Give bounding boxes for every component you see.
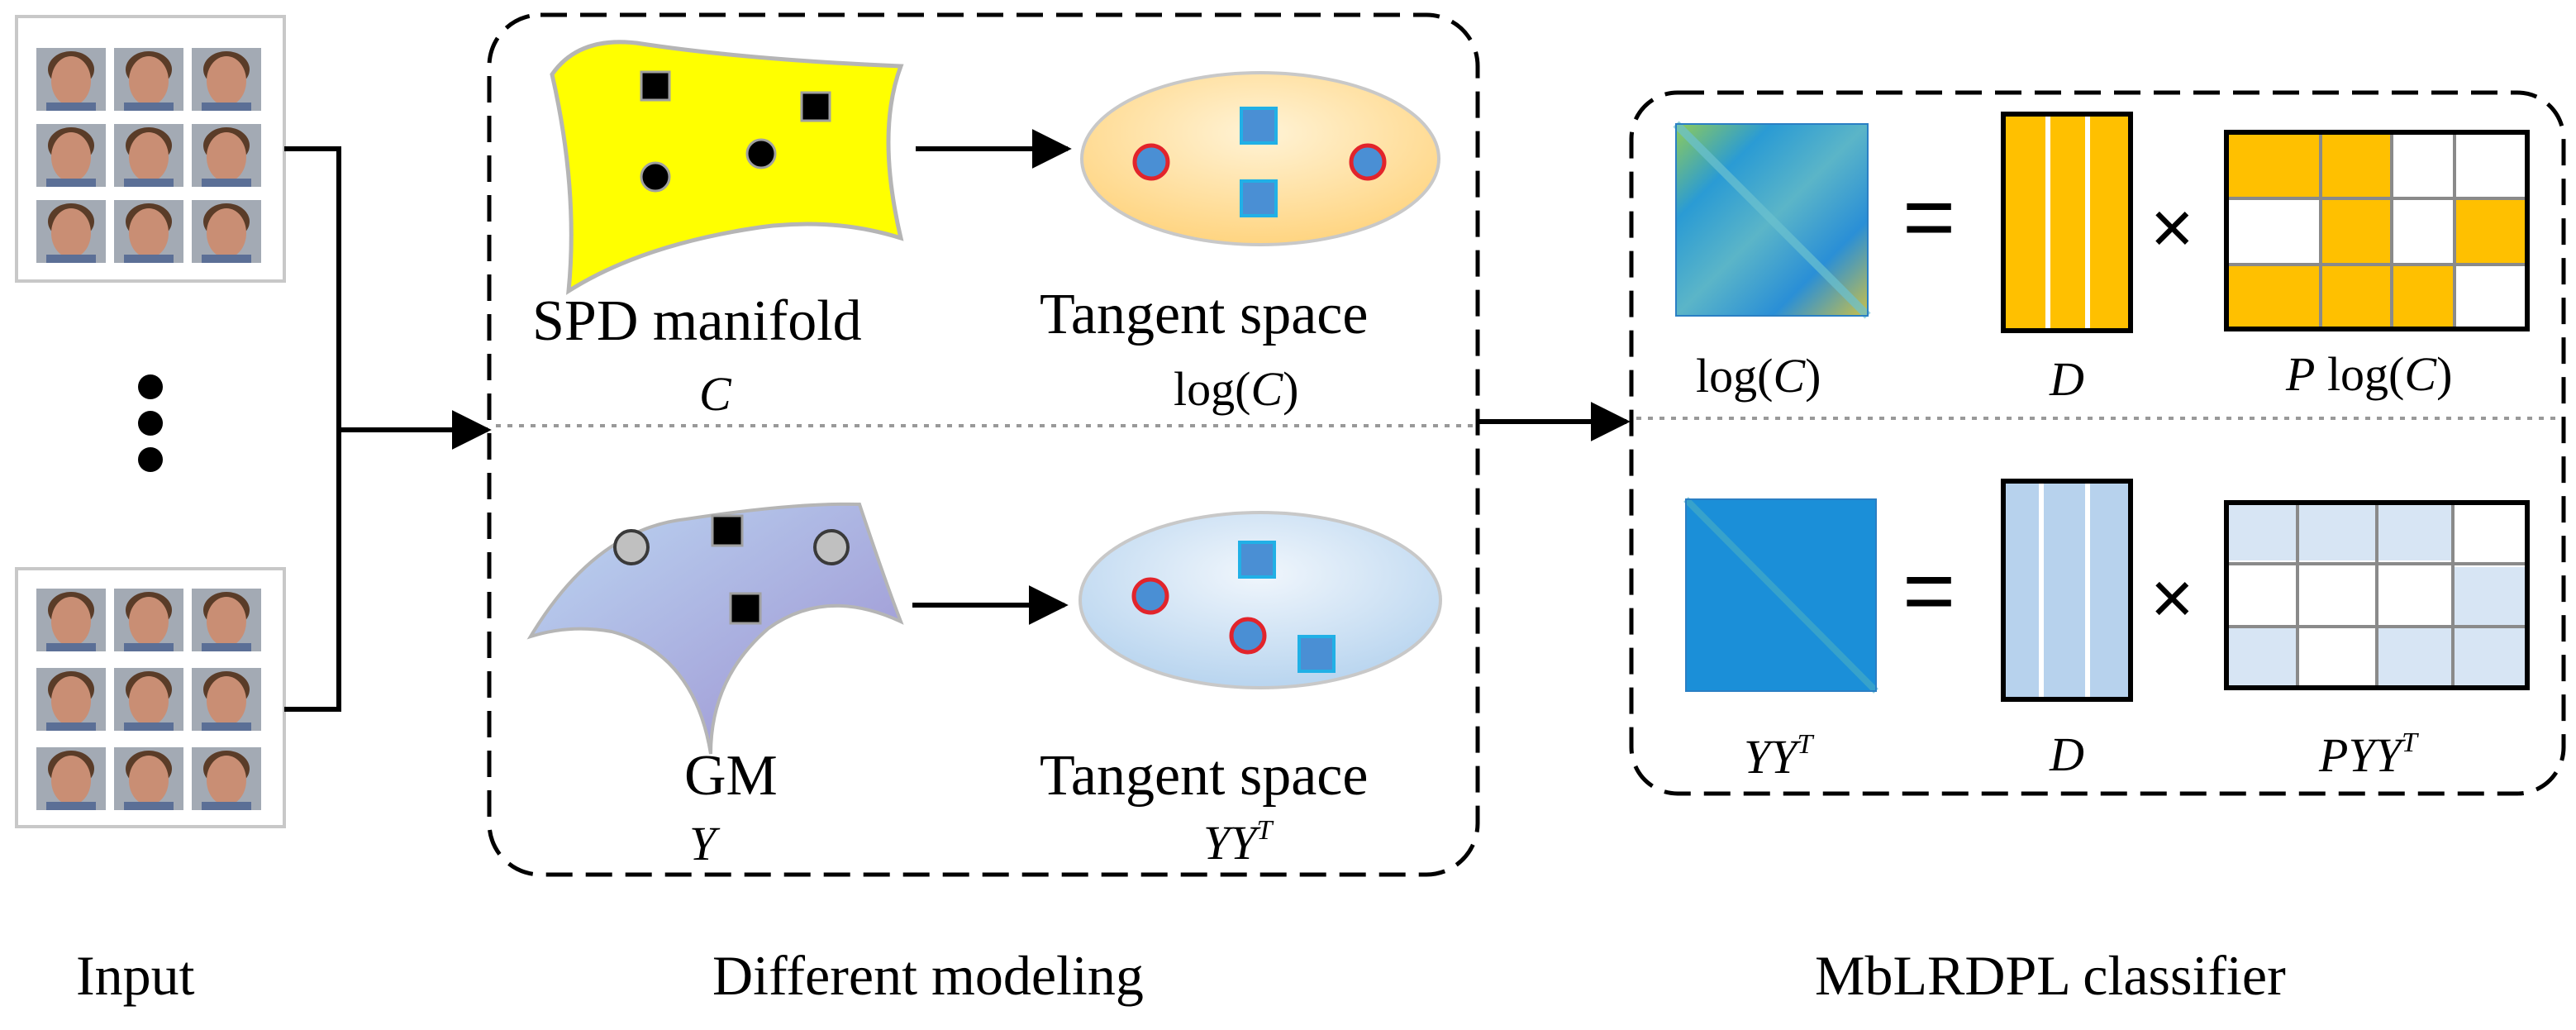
spd-point-square: [800, 91, 831, 122]
code-matrix-bottom: [2224, 500, 2530, 690]
face-thumbnail: [36, 668, 106, 731]
face-thumbnail: [192, 747, 261, 810]
times-operator: ×: [2150, 187, 2194, 269]
face-thumbnail: [36, 747, 106, 810]
tangent-point-square: [1240, 107, 1278, 145]
face-thumbnail: [114, 589, 183, 651]
spd-manifold-symbol: C: [699, 367, 731, 421]
gm-point-square: [729, 592, 762, 625]
tangent-space-top-symbol: log(C): [1174, 362, 1299, 416]
section-caption-input: Input: [76, 944, 195, 1007]
gm-point-circle: [613, 529, 650, 565]
dictionary-d-top: [2001, 112, 2133, 333]
gm-point-circle: [813, 529, 850, 565]
gm-manifold-shape: [526, 502, 904, 755]
tangent-point-square: [1238, 541, 1276, 579]
face-thumbnail: [36, 589, 106, 651]
gm-title: GM: [684, 744, 778, 808]
classifier-top-code-label: P log(C): [2286, 347, 2453, 401]
gm-symbol: Y: [689, 817, 717, 870]
face-thumbnail: [192, 589, 261, 651]
tangent-space-bottom-symbol: YYT: [1203, 815, 1273, 870]
tangent-point-circle: [1349, 143, 1387, 181]
face-thumbnail: [36, 124, 106, 187]
tangent-space-bottom-title: Tangent space: [1040, 744, 1369, 808]
face-thumbnail: [192, 200, 261, 263]
code-matrix-top: [2224, 130, 2530, 331]
face-thumbnail: [114, 200, 183, 263]
classifier-bottom-lhs-label: YYT: [1744, 729, 1813, 784]
tangent-space-top-ellipse: [1080, 71, 1440, 246]
classifier-box: [1629, 90, 2566, 796]
spd-point-square: [640, 70, 671, 102]
classifier-bottom-code-label: PYYT: [2319, 727, 2417, 782]
spd-manifold-title: SPD manifold: [532, 289, 862, 353]
face-thumbnail: [114, 668, 183, 731]
heatmap-log-c: [1673, 121, 1871, 319]
face-thumbnail: [192, 124, 261, 187]
classifier-bottom-dict-label: D: [2050, 727, 2084, 781]
input-bracket: [284, 146, 492, 712]
tangent-space-top-title: Tangent space: [1040, 283, 1369, 346]
section-caption-modeling: Different modeling: [712, 944, 1144, 1007]
section-caption-classifier: MbLRDPL classifier: [1815, 944, 2286, 1007]
classifier-top-dict-label: D: [2050, 352, 2084, 406]
ellipsis-dots: [138, 374, 163, 472]
spd-manifold-shape: [550, 40, 904, 295]
equals-operator: =: [1902, 166, 1955, 268]
face-thumbnail: [192, 668, 261, 731]
classifier-top-lhs-label: log(C): [1696, 349, 1821, 403]
face-thumbnail: [114, 48, 183, 111]
times-operator: ×: [2150, 557, 2194, 640]
modeling-box: [487, 12, 1480, 877]
face-thumbnail: [192, 48, 261, 111]
heatmap-yyt: [1683, 497, 1878, 694]
face-thumbnail: [36, 48, 106, 111]
face-thumbnail: [114, 747, 183, 810]
tangent-point-square: [1298, 635, 1336, 673]
spd-point-circle: [640, 161, 671, 193]
tangent-point-circle: [1229, 617, 1267, 655]
tangent-space-bottom-ellipse: [1078, 511, 1442, 689]
tangent-point-circle: [1132, 143, 1170, 181]
face-thumbnail: [114, 124, 183, 187]
tangent-point-square: [1240, 179, 1278, 217]
tangent-point-circle: [1131, 577, 1169, 615]
gm-point-square: [711, 514, 744, 547]
face-thumbnail: [36, 200, 106, 263]
equals-operator: =: [1902, 540, 1955, 641]
dictionary-d-bottom: [2001, 479, 2133, 702]
spd-point-circle: [745, 138, 777, 169]
